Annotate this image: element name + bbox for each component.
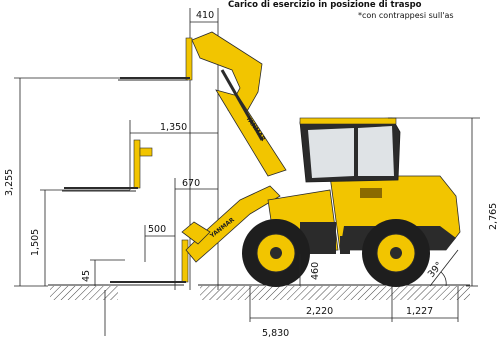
dim-low-reach: 500 <box>148 224 166 235</box>
dim-carry-reach: 670 <box>182 178 200 189</box>
dim-departure-angle: 39° <box>426 260 445 280</box>
dim-mid-height: 1,505 <box>30 229 41 256</box>
dim-rear-overhang: 1,227 <box>406 306 433 317</box>
right-dimension-lines <box>249 117 480 322</box>
rear-wheel <box>362 219 430 287</box>
dim-ground-clearance: 460 <box>310 262 321 280</box>
dim-overall-length: 5,830 <box>262 328 289 339</box>
dim-wheelbase: 2,220 <box>306 306 333 317</box>
dim-top-reach: 410 <box>196 10 214 21</box>
body-decal <box>360 188 382 198</box>
forks-mid <box>62 139 153 192</box>
dim-mid-reach: 1,350 <box>160 122 187 133</box>
boom-raised: YANMAR <box>191 31 287 177</box>
forks-raised <box>118 37 193 81</box>
dim-overall-height: 2,765 <box>488 203 499 230</box>
dim-dig-depth: 45 <box>81 270 92 282</box>
front-wheel <box>242 219 310 287</box>
forks-low <box>108 239 189 286</box>
dim-max-height: 3,255 <box>4 169 15 196</box>
ground-hatching <box>48 284 470 300</box>
diagram-title: Carico di esercizio in posizione di tras… <box>228 0 422 10</box>
diagram-subtitle: *con contrappesi sull'as <box>358 11 454 20</box>
